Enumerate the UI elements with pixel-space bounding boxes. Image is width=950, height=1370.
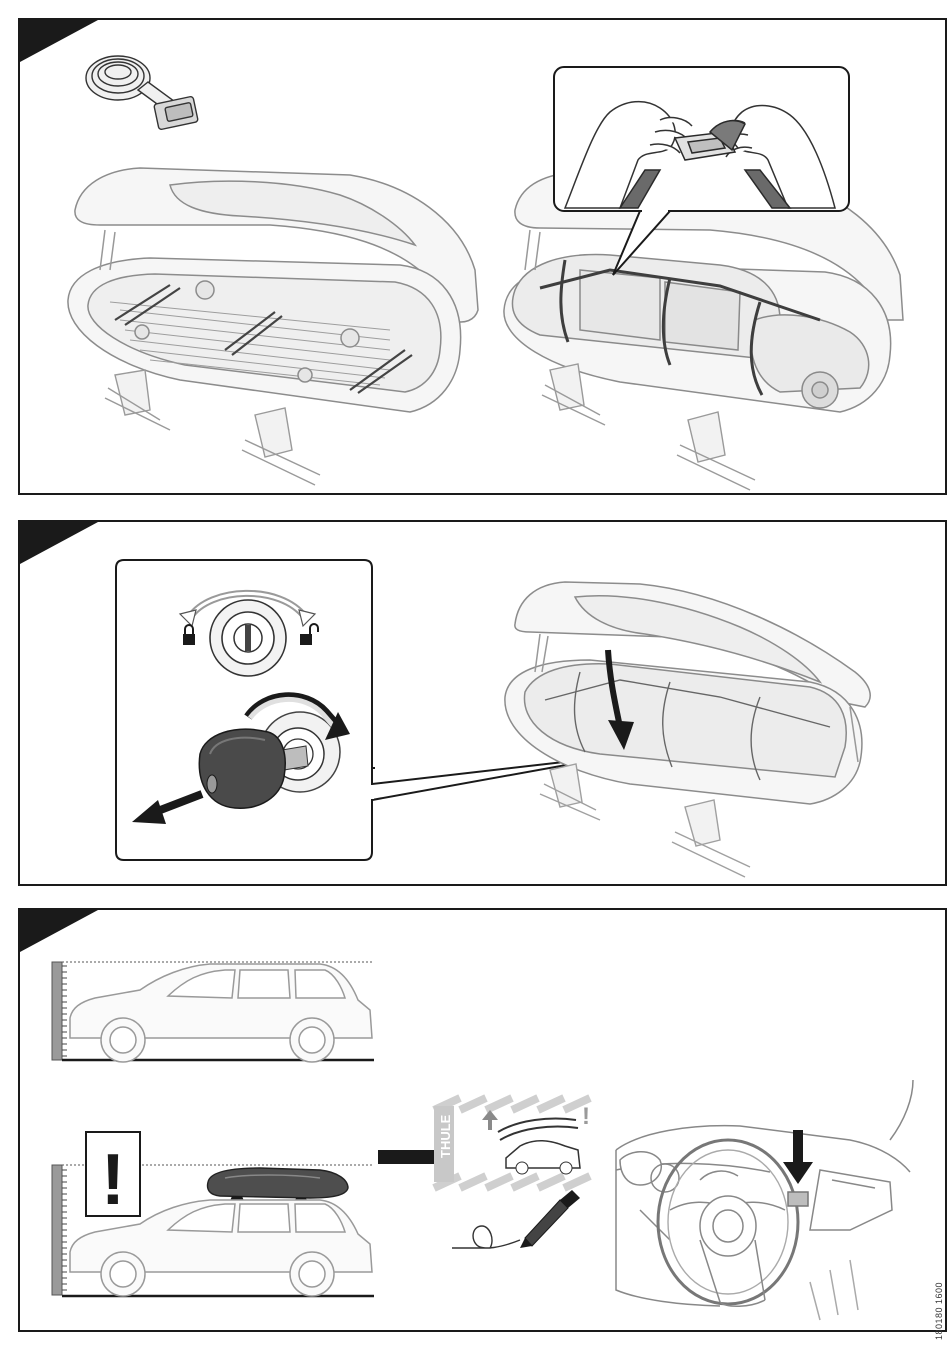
dashboard-sticker-icon (616, 1080, 913, 1320)
warning-exclamation-text: ! (101, 1140, 125, 1220)
step-panel-close-lock (18, 520, 947, 886)
step-panel-strap-luggage (18, 18, 947, 495)
step-marker-2 (20, 522, 98, 564)
sticker-exclamation-text: ! (582, 1103, 590, 1130)
document-number: 180180 1600 (934, 1280, 948, 1340)
step-panel-height-warning: ! THULE ! (18, 908, 947, 1332)
pen-icon (452, 1190, 580, 1248)
car-height-icon (52, 962, 374, 1062)
step-3-illustration: ! THULE ! (20, 910, 949, 1334)
step-2-illustration (20, 522, 949, 888)
step-1-illustration (20, 20, 949, 497)
strap-roll-icon (86, 56, 198, 130)
height-sticker-icon: THULE ! (434, 1098, 590, 1188)
step-marker-1 (20, 20, 98, 62)
step-marker-3 (20, 910, 98, 952)
sticker-brand-text: THULE (438, 1114, 453, 1158)
warning-sign-icon: ! (86, 1132, 140, 1220)
